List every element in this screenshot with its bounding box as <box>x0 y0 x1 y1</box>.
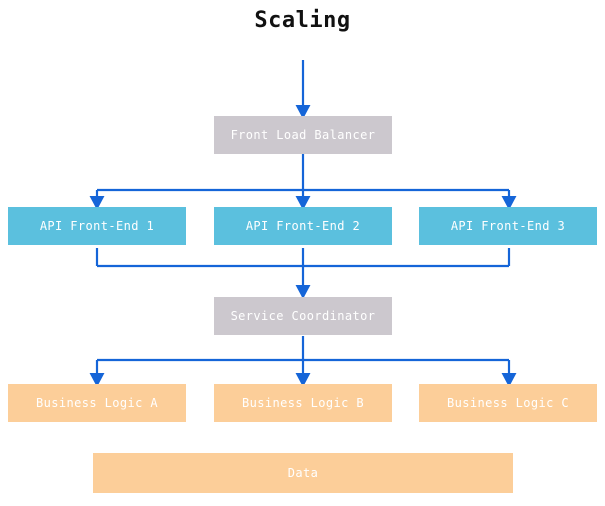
page-title: Scaling <box>254 8 351 33</box>
node-label-api-front-end-3: API Front-End 3 <box>450 219 566 233</box>
node-label-service-coordinator: Service Coordinator <box>230 309 376 323</box>
node-service-coordinator[interactable]: Service Coordinator <box>214 297 392 335</box>
node-front-load-balancer[interactable]: Front Load Balancer <box>214 116 392 154</box>
node-api-front-end-1[interactable]: API Front-End 1 <box>8 207 186 245</box>
node-label-business-logic-b: Business Logic B <box>242 396 364 410</box>
node-api-front-end-3[interactable]: API Front-End 3 <box>419 207 597 245</box>
node-data[interactable]: Data <box>93 453 513 493</box>
node-business-logic-c[interactable]: Business Logic C <box>419 384 597 422</box>
node-label-api-front-end-1: API Front-End 1 <box>39 219 155 233</box>
node-label-business-logic-c: Business Logic C <box>447 396 569 410</box>
node-business-logic-a[interactable]: Business Logic A <box>8 384 186 422</box>
node-label-api-front-end-2: API Front-End 2 <box>245 219 361 233</box>
node-label-front-load-balancer: Front Load Balancer <box>230 128 376 142</box>
node-api-front-end-2[interactable]: API Front-End 2 <box>214 207 392 245</box>
node-label-business-logic-a: Business Logic A <box>36 396 158 410</box>
node-label-data: Data <box>287 466 319 480</box>
node-business-logic-b[interactable]: Business Logic B <box>214 384 392 422</box>
